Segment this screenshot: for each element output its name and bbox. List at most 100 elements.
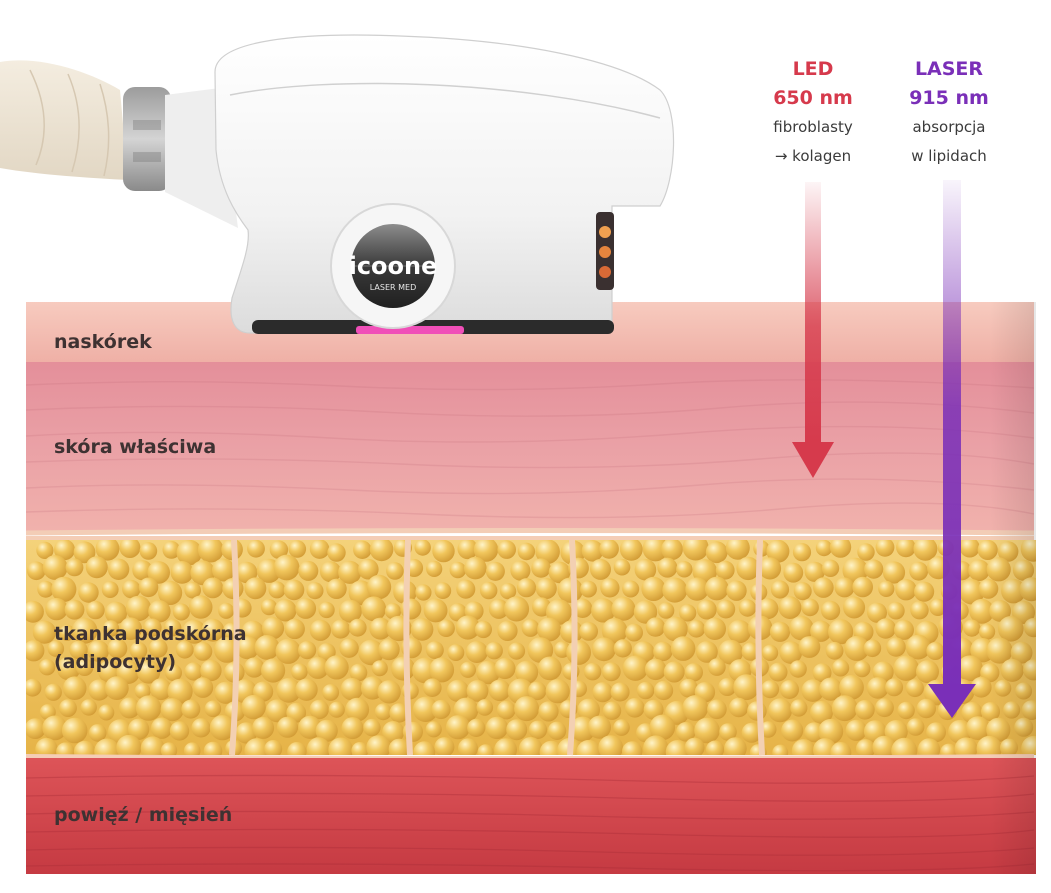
adipocyte bbox=[696, 641, 718, 663]
adipocyte bbox=[32, 620, 57, 644]
adipocyte bbox=[676, 561, 693, 578]
adipocyte bbox=[167, 678, 193, 704]
adipocyte bbox=[412, 696, 439, 722]
adipocyte bbox=[85, 556, 108, 579]
layer-muscle bbox=[26, 758, 1036, 874]
adipocyte bbox=[488, 679, 511, 702]
adipocyte bbox=[485, 642, 503, 660]
adipocyte bbox=[437, 619, 455, 637]
adipocyte bbox=[306, 656, 329, 679]
adipocyte bbox=[661, 540, 683, 561]
adipocyte bbox=[328, 737, 354, 755]
adipocyte bbox=[75, 658, 94, 676]
adipocyte bbox=[26, 678, 42, 697]
adipocyte bbox=[98, 704, 115, 721]
label-epidermis: naskórek bbox=[54, 331, 152, 353]
adipocyte bbox=[119, 697, 140, 719]
adipocyte bbox=[830, 742, 852, 755]
adipocyte bbox=[497, 540, 516, 559]
adipocyte bbox=[867, 602, 887, 623]
adipocyte bbox=[459, 661, 476, 678]
adipocyte bbox=[622, 655, 649, 681]
muscle-fibers bbox=[25, 774, 1035, 872]
dermis-texture bbox=[25, 379, 1035, 519]
adipocyte bbox=[474, 620, 492, 639]
adipocyte bbox=[218, 602, 235, 619]
adipocyte bbox=[875, 540, 895, 557]
adipocyte bbox=[801, 598, 819, 617]
adipocyte bbox=[138, 577, 159, 598]
adipocyte bbox=[132, 560, 153, 581]
adipocyte bbox=[791, 739, 816, 755]
adipocyte bbox=[619, 540, 643, 561]
adipocyte bbox=[101, 581, 119, 598]
adipocyte bbox=[963, 619, 981, 637]
adipocyte bbox=[54, 540, 75, 561]
laser-effect-line1: absorpcja bbox=[912, 118, 986, 136]
adipocyte bbox=[839, 675, 864, 700]
adipocyte bbox=[374, 703, 392, 721]
adipocyte bbox=[766, 540, 790, 563]
adipocyte bbox=[886, 637, 906, 657]
adipocyte bbox=[464, 556, 487, 580]
adipocyte bbox=[80, 699, 97, 716]
adipocyte bbox=[738, 599, 757, 617]
adipocyte bbox=[158, 580, 183, 606]
adipocyte bbox=[726, 580, 747, 601]
adipocyte bbox=[283, 579, 305, 601]
adipocyte bbox=[818, 718, 844, 744]
adipocyte bbox=[539, 740, 563, 755]
adipocyte bbox=[338, 560, 362, 584]
adipocyte bbox=[298, 715, 322, 739]
adipocyte bbox=[309, 699, 329, 720]
adipocyte bbox=[369, 540, 394, 562]
adipocyte bbox=[466, 680, 489, 702]
adipocyte bbox=[265, 699, 289, 723]
adipocyte bbox=[718, 678, 737, 696]
adipocyte bbox=[389, 703, 409, 723]
adipocyte bbox=[676, 722, 696, 742]
adipocyte bbox=[235, 636, 260, 660]
adipocyte bbox=[170, 561, 194, 584]
adipocyte bbox=[917, 738, 941, 755]
led-name: LED bbox=[792, 58, 834, 80]
adipocyte bbox=[485, 561, 505, 581]
adipocyte bbox=[244, 738, 270, 755]
adipocyte bbox=[507, 642, 526, 660]
adipocyte bbox=[896, 540, 916, 558]
adipocyte bbox=[770, 580, 790, 599]
adipocyte bbox=[184, 662, 203, 681]
adipocyte bbox=[366, 574, 392, 600]
adipocyte bbox=[104, 601, 128, 625]
adipocyte bbox=[64, 599, 85, 620]
adipocyte bbox=[413, 741, 436, 755]
adipocyte bbox=[56, 742, 75, 755]
adipocyte bbox=[273, 554, 300, 581]
adipocyte bbox=[150, 717, 173, 739]
adipocyte bbox=[662, 577, 688, 603]
adipocyte bbox=[909, 561, 929, 581]
adipocyte bbox=[885, 678, 904, 697]
adipocyte bbox=[298, 641, 317, 660]
adipocyte bbox=[581, 540, 604, 562]
dermis-fascia-line bbox=[25, 528, 1035, 536]
adipocyte bbox=[62, 676, 87, 700]
adipocyte bbox=[191, 718, 211, 738]
adipocyte bbox=[613, 719, 630, 736]
adipocyte bbox=[783, 562, 804, 583]
adipocyte bbox=[831, 695, 858, 722]
adipocyte bbox=[244, 657, 265, 678]
adipocyte bbox=[548, 561, 571, 584]
label-muscle: powięź / mięsień bbox=[54, 804, 233, 826]
adipocyte bbox=[254, 635, 280, 660]
subcutis-bottom-line bbox=[25, 754, 1035, 760]
adipocyte bbox=[378, 638, 400, 661]
adipocyte bbox=[467, 718, 486, 738]
adipocyte bbox=[148, 638, 168, 658]
adipocyte bbox=[916, 660, 939, 684]
adipocyte bbox=[592, 637, 616, 662]
adipocyte bbox=[295, 678, 318, 701]
adipocyte bbox=[276, 677, 302, 703]
laser-name: LASER bbox=[914, 58, 984, 80]
adipocyte bbox=[583, 663, 602, 681]
